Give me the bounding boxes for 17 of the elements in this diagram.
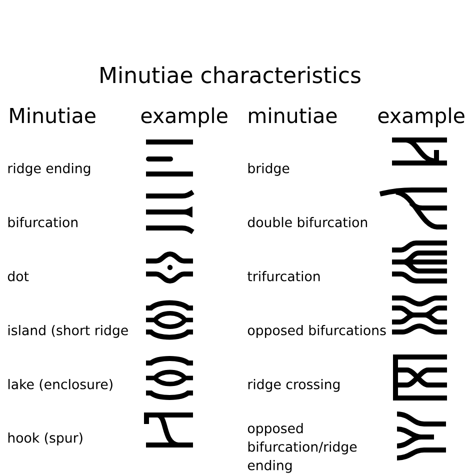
minutia-name: dot <box>8 271 29 282</box>
minutia-name: opposed bifurcation/ridge ending <box>248 423 357 473</box>
column-heading: Minutiae <box>10 107 96 124</box>
title: Minutiae characteristics <box>100 66 360 84</box>
minutia-name: double bifurcation <box>248 217 368 228</box>
column-heading: example <box>378 107 464 128</box>
minutia-name: opposed bifurcations <box>248 325 386 338</box>
minutia-name: bridge <box>248 163 290 176</box>
minutia-name: bifurcation <box>8 217 78 228</box>
minutia-name: hook (spur) <box>8 432 82 446</box>
minutia-name: island (short ridge <box>8 325 128 338</box>
minutia-name: ridge crossing <box>248 379 340 392</box>
minutia-name: lake (enclosure) <box>8 379 112 391</box>
column-heading: minutiae <box>249 107 337 124</box>
minutia-name: ridge ending <box>8 163 90 176</box>
minutia-name: trifurcation <box>248 271 320 282</box>
column-heading: example <box>141 107 228 128</box>
